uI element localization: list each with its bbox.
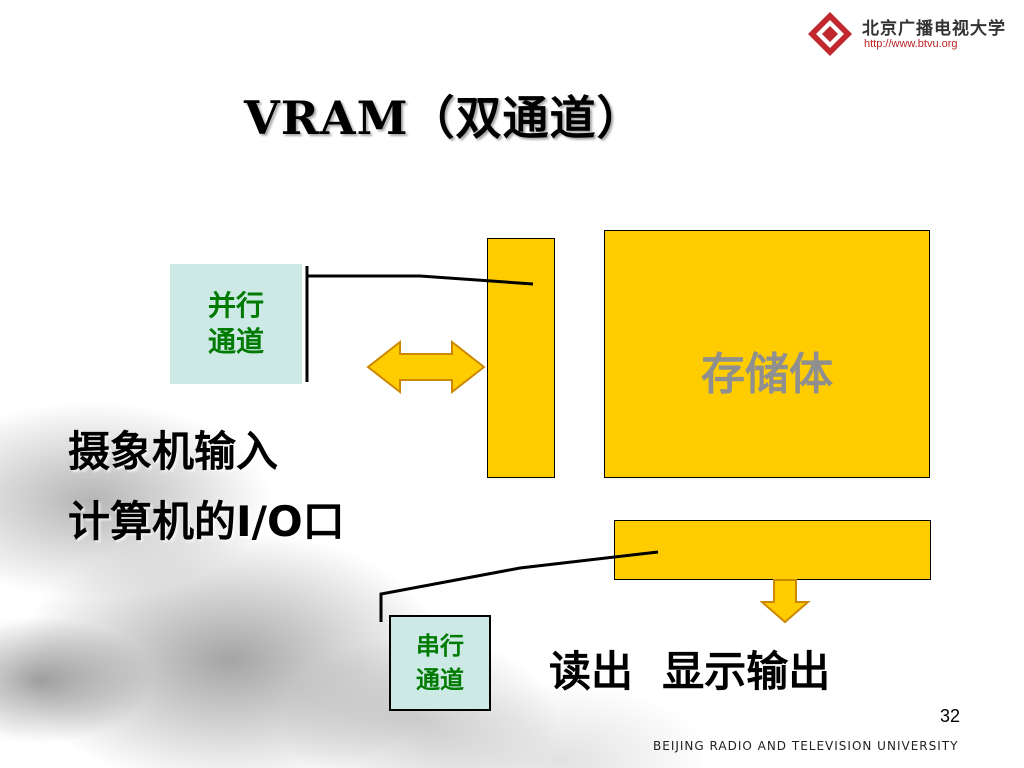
serial-connector-line <box>379 550 659 622</box>
camera-input-label: 摄象机输入 <box>68 427 279 476</box>
computer-io-label: 计算机的I/O口 <box>68 497 345 546</box>
parallel-channel-line-1: 并行 <box>207 289 264 322</box>
serial-channel-line-2: 通道 <box>416 666 464 694</box>
parallel-connector-line <box>307 274 534 286</box>
serial-channel-line-1: 串行 <box>416 632 464 660</box>
down-arrow-icon <box>759 579 811 624</box>
page-title: VRAM（双通道） <box>244 91 644 145</box>
serial-register-block <box>614 520 931 580</box>
bidirectional-arrow-icon <box>366 339 486 395</box>
parallel-channel-line-2: 通道 <box>207 325 264 358</box>
logo-url: http://www.btvu.org <box>864 38 958 50</box>
logo-emblem-icon <box>808 12 852 56</box>
page-number: 32 <box>940 706 961 726</box>
vram-port-block <box>487 238 555 478</box>
storage-block <box>604 230 930 478</box>
logo-name: 北京广播电视大学 <box>862 19 1006 39</box>
readout-display-label: 读出 显示输出 <box>549 647 831 696</box>
footer-university-name: BEIJING RADIO AND TELEVISION UNIVERSITY <box>653 739 959 753</box>
background-lotus-art <box>0 360 700 768</box>
parallel-channel-box: 并行 通道 <box>170 264 302 384</box>
university-logo: 北京广播电视大学 http://www.btvu.org <box>806 8 1014 60</box>
storage-label: 存储体 <box>701 349 833 400</box>
serial-channel-box: 串行 通道 <box>389 615 491 711</box>
